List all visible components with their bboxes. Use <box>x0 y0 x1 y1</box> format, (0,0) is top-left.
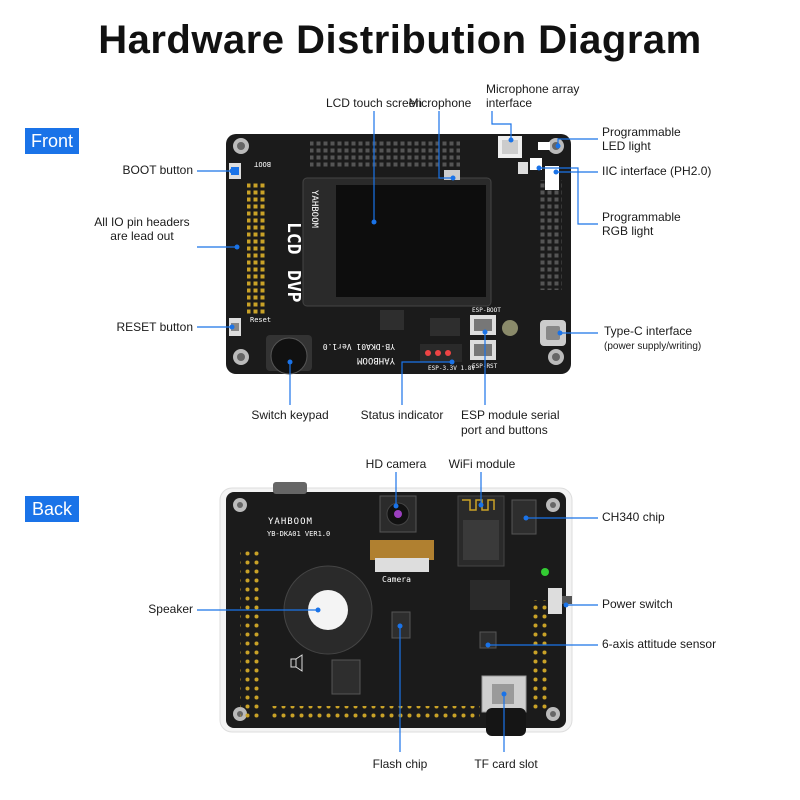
dvp-silkscreen: DVP <box>283 270 304 303</box>
boot-button-label: BOOT button <box>122 163 193 177</box>
front-board: LCD DVP YAHBOOM BOOT Reset YB-DKA01 Ver1… <box>226 134 571 375</box>
wifi-module-label: WiFi module <box>448 457 516 471</box>
rgb-light-label-1: Programmable <box>602 210 681 224</box>
status-indicator-label: Status indicator <box>360 408 444 422</box>
leader-markers <box>229 137 569 697</box>
front-brand-silkscreen: YAHBOOM <box>309 190 319 229</box>
attitude-sensor-label: 6-axis attitude sensor <box>602 637 717 651</box>
back-board: YAHBOOM YB-DKA01 VER1.0 Camera <box>219 482 573 736</box>
mic-array-label-2: interface <box>486 96 533 110</box>
typec-sub-label: (power supply/writing) <box>604 341 702 352</box>
reset-silkscreen: Reset <box>250 316 271 324</box>
esp-module-label-2: port and buttons <box>461 423 548 437</box>
prog-led-label-1: Programmable <box>602 125 681 139</box>
front-model-silkscreen: YB-DKA01 Ver1.0 <box>323 342 395 351</box>
flash-chip-label: Flash chip <box>372 757 428 771</box>
camera-silkscreen: Camera <box>382 575 411 584</box>
back-badge: Back <box>25 496 79 522</box>
io-headers-label-2: are lead out <box>110 229 174 243</box>
speaker-label: Speaker <box>148 602 193 616</box>
power-switch-label: Power switch <box>602 597 673 611</box>
lcd-silkscreen: LCD <box>283 222 304 255</box>
front-badge: Front <box>25 128 79 154</box>
hd-camera-label: HD camera <box>365 457 427 471</box>
lcd-touch-screen-label: LCD touch screen <box>325 96 423 110</box>
typec-label: Type-C interface <box>604 324 693 338</box>
mic-array-label-1: Microphone array <box>486 82 580 96</box>
esp-module-label-1: ESP module serial <box>461 408 560 422</box>
microphone-label: Microphone <box>408 96 472 110</box>
switch-keypad-label: Switch keypad <box>251 408 329 422</box>
esp-3v3-silkscreen: ESP-3.3V 1.8V <box>428 365 475 372</box>
ch340-chip-label: CH340 chip <box>602 510 665 524</box>
front-brand2-silkscreen: YAHBOOM <box>356 355 395 365</box>
speaker-icon <box>290 654 303 672</box>
iic-interface-label: IIC interface (PH2.0) <box>602 164 712 178</box>
leader-lines <box>197 111 598 752</box>
boot-silkscreen: BOOT <box>253 160 271 168</box>
tf-card-slot-label: TF card slot <box>474 757 538 771</box>
rgb-light-label-2: RGB light <box>602 224 654 238</box>
esp-boot-silkscreen: ESP-BOOT <box>472 307 501 314</box>
back-brand-silkscreen: YAHBOOM <box>268 517 313 527</box>
prog-led-label-2: LED light <box>602 139 651 153</box>
reset-button-label: RESET button <box>116 320 194 334</box>
back-model-silkscreen: YB-DKA01 VER1.0 <box>267 530 330 538</box>
io-headers-label-1: All IO pin headers <box>94 215 190 229</box>
page-title: Hardware Distribution Diagram <box>98 18 702 62</box>
